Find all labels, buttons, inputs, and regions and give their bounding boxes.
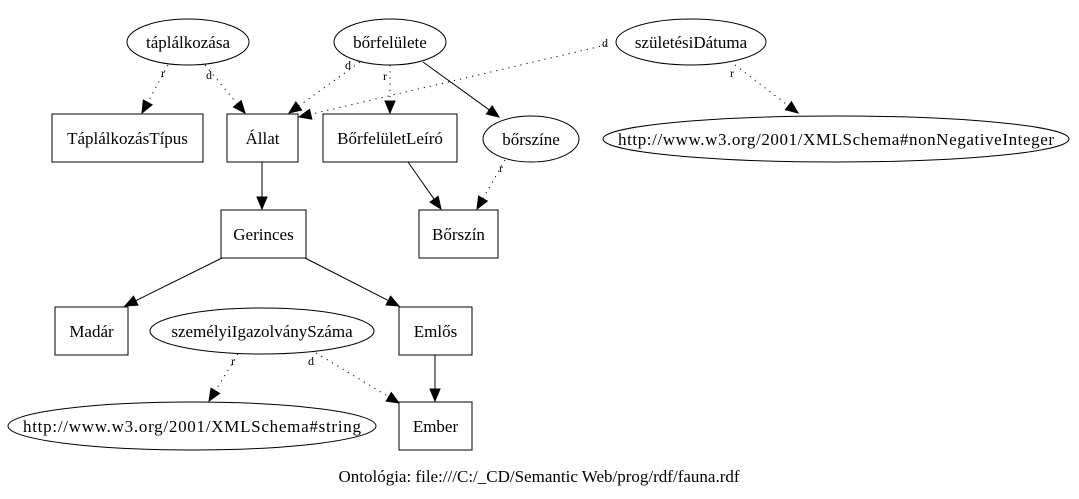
node-Gerinces: Gerinces xyxy=(220,209,307,259)
node-szuletesiDatuma: születésiDátuma xyxy=(615,18,767,66)
arrowhead-icon xyxy=(385,295,401,307)
node-borfelulete: bőrfelülete xyxy=(333,18,447,66)
datatype-ellipse xyxy=(7,401,377,451)
domain-label: d xyxy=(308,354,314,368)
arrowhead-icon xyxy=(429,195,442,211)
range-label: r xyxy=(231,354,235,368)
class-box xyxy=(398,401,473,451)
node-TaplalkozasTipus: TáplálkozásTípus xyxy=(51,113,204,163)
property-ellipse xyxy=(482,115,580,163)
node-label: http://www.w3.org/2001/XMLSchema#string xyxy=(23,417,362,436)
domain-label: d xyxy=(345,58,351,72)
edge-szemelyiIgazolvanySzama-to-Ember: d xyxy=(308,352,401,404)
class-box xyxy=(418,209,499,259)
node-label: Ember xyxy=(413,417,459,436)
edge-line xyxy=(304,257,389,301)
edges-layer: r d d r d r r r d xyxy=(123,36,800,404)
arrowhead-icon xyxy=(232,99,246,114)
node-string: http://www.w3.org/2001/XMLSchema#string xyxy=(7,401,377,451)
edge-szuletesiDatuma-to-nonNegativeInteger: r xyxy=(730,64,800,114)
edge-BorfeluletLeiro-to-Borszin xyxy=(407,161,442,211)
range-label: r xyxy=(499,161,503,175)
edge-szemelyiIgazolvanySzama-to-string: r xyxy=(208,353,239,403)
edge-borfelulete-to-borszine xyxy=(422,61,501,118)
edge-Allat-to-Gerinces xyxy=(256,162,268,211)
edge-taplalkozasa-to-Allat: d xyxy=(204,64,246,114)
property-ellipse xyxy=(615,18,767,66)
class-box xyxy=(220,209,307,259)
arrowhead-icon xyxy=(385,391,401,404)
edge-line xyxy=(147,64,169,103)
edge-szuletesiDatuma-to-Allat: d xyxy=(297,36,608,120)
edge-line xyxy=(422,61,490,111)
class-box xyxy=(322,113,458,163)
arrowhead-icon xyxy=(297,108,313,120)
edge-line xyxy=(135,257,223,302)
node-label: http://www.w3.org/2001/XMLSchema#nonNega… xyxy=(618,130,1054,149)
arrowhead-icon xyxy=(784,100,800,114)
class-box xyxy=(51,113,204,163)
arrowhead-icon xyxy=(287,101,303,114)
node-label: bőrfelülete xyxy=(353,33,427,52)
arrowhead-icon xyxy=(141,99,154,115)
node-Emlos: Emlős xyxy=(398,306,473,356)
node-label: Bőrszín xyxy=(432,225,485,244)
node-szemelyiIgazolvanySzama: személyiIgazolványSzáma xyxy=(149,307,375,355)
edge-taplalkozasa-to-TaplalkozasTipus: r xyxy=(141,64,169,115)
edge-Emlos-to-Ember xyxy=(429,355,441,403)
edge-borszine-to-Borszin: r xyxy=(476,159,506,211)
node-borszine: bőrszíne xyxy=(482,115,580,163)
node-label: Madár xyxy=(69,322,114,341)
edge-line xyxy=(214,353,239,392)
nodes-layer: táplálkozása bőrfelülete születésiDátumaTá… xyxy=(7,18,1070,451)
node-label: bőrszíne xyxy=(502,130,560,149)
edge-borfelulete-to-Allat: d xyxy=(287,58,361,114)
datatype-ellipse xyxy=(602,115,1070,163)
node-taplalkozasa: táplálkozása xyxy=(126,18,250,66)
edge-Gerinces-to-Emlos xyxy=(304,257,401,307)
node-nonNegativeInteger: http://www.w3.org/2001/XMLSchema#nonNega… xyxy=(602,115,1070,163)
edge-line xyxy=(407,161,435,200)
class-box xyxy=(226,113,299,163)
node-Borszin: Bőrszín xyxy=(418,209,499,259)
property-ellipse xyxy=(333,18,447,66)
node-label: TáplálkozásTípus xyxy=(67,129,188,148)
arrowhead-icon xyxy=(384,100,396,115)
node-label: BőrfelületLeíró xyxy=(337,129,443,148)
domain-label: d xyxy=(602,36,608,50)
edge-line xyxy=(298,61,361,107)
domain-label: d xyxy=(206,68,212,82)
node-Ember: Ember xyxy=(398,401,473,451)
edge-line xyxy=(734,64,789,107)
edge-Gerinces-to-Madar xyxy=(123,257,223,307)
edge-line xyxy=(310,44,607,115)
arrowhead-icon xyxy=(123,295,139,307)
property-ellipse xyxy=(149,307,375,355)
node-label: személyiIgazolványSzáma xyxy=(171,322,353,341)
class-box xyxy=(54,306,129,356)
node-label: Gerinces xyxy=(233,225,293,244)
arrowhead-icon xyxy=(485,105,501,118)
arrowhead-icon xyxy=(256,196,268,211)
range-label: r xyxy=(383,69,387,83)
ontology-caption: Ontológia: file:///C:/_CD/Semantic Web/p… xyxy=(338,467,739,486)
range-label: r xyxy=(161,66,165,80)
node-Madar: Madár xyxy=(54,306,129,356)
node-Allat: Állat xyxy=(226,113,299,163)
class-box xyxy=(398,306,473,356)
edge-borfelulete-to-BorfeluletLeiro: r xyxy=(383,65,396,115)
node-label: táplálkozása xyxy=(146,33,230,52)
property-ellipse xyxy=(126,18,250,66)
range-label: r xyxy=(730,66,734,80)
node-label: születésiDátuma xyxy=(635,33,748,52)
arrowhead-icon xyxy=(429,388,441,403)
arrowhead-icon xyxy=(476,195,489,211)
arrowhead-icon xyxy=(208,387,221,403)
edge-line xyxy=(204,64,238,105)
edge-line xyxy=(315,352,389,398)
node-BorfeluletLeiro: BőrfelületLeíró xyxy=(322,113,458,163)
node-label: Állat xyxy=(246,129,280,148)
node-label: Emlős xyxy=(414,322,457,341)
